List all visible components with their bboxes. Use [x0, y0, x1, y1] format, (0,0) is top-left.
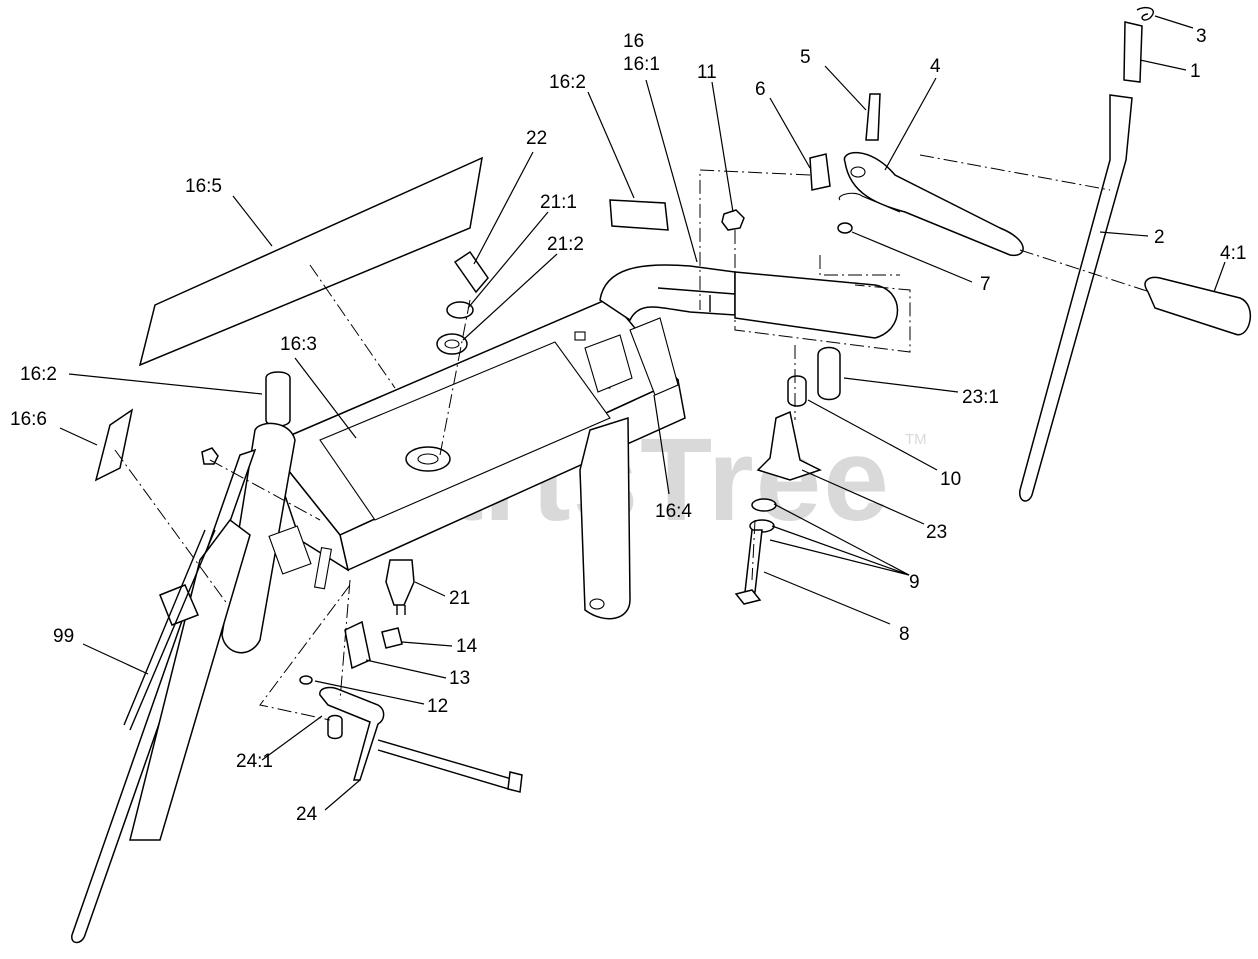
nut-box-left [201, 447, 219, 465]
callout-24-1: 24:1 [236, 751, 273, 772]
decal-16-6 [94, 408, 134, 482]
callout-3: 3 [1196, 26, 1207, 47]
callout-labels: 16 16:1 16:2 11 5 4 6 3 1 2 4:1 7 16:5 2… [10, 26, 1246, 825]
callout-16-1: 16:1 [623, 54, 660, 75]
bolt-8 [744, 529, 763, 593]
switch-21 [385, 559, 415, 606]
handle-leg-right [579, 416, 631, 620]
clip-14 [381, 627, 403, 649]
decal-panel-16-5 [138, 156, 483, 367]
leader-lines [59, 15, 1226, 811]
washer-9a [751, 498, 777, 512]
spacer-10 [787, 375, 807, 407]
bushing-23-1 [817, 346, 841, 401]
key-22 [453, 250, 489, 294]
lever-4 [843, 152, 1024, 257]
handle-control-box [266, 297, 686, 572]
hair-pin-3 [1136, 6, 1155, 21]
callout-22: 22 [526, 128, 547, 149]
callout-14: 14 [456, 636, 478, 657]
callout-16-5: 16:5 [185, 176, 222, 197]
nut-11 [721, 209, 745, 231]
callout-16-4: 16:4 [655, 501, 692, 522]
callout-21: 21 [449, 588, 470, 609]
control-rod-2 [1019, 94, 1133, 502]
nut-21-1 [446, 301, 474, 319]
callout-5: 5 [800, 47, 811, 68]
grip-16-2-top [609, 199, 669, 231]
callout-9: 9 [909, 572, 920, 593]
callout-11: 11 [697, 62, 717, 83]
rod-end-1 [1123, 21, 1143, 83]
callout-4: 4 [930, 56, 941, 77]
callout-10: 10 [940, 469, 961, 490]
callout-16-2-left: 16:2 [20, 364, 57, 385]
callout-12: 12 [427, 696, 448, 717]
callout-7: 7 [980, 274, 991, 295]
callout-13: 13 [449, 668, 470, 689]
bracket-23 [756, 410, 822, 481]
callout-16-2-top: 16:2 [549, 72, 586, 93]
grip-16-2-left [265, 371, 291, 427]
clip-7 [837, 222, 853, 234]
callout-99: 99 [53, 626, 74, 647]
callout-21-2: 21:2 [547, 234, 584, 255]
bracket-24 [319, 686, 385, 781]
bolt-5 [865, 93, 881, 141]
callout-16-6: 16:6 [10, 409, 47, 430]
bracket-13 [344, 620, 371, 670]
bushing-24-1 [327, 714, 343, 740]
screw-12 [299, 675, 313, 685]
callout-6: 6 [755, 79, 766, 100]
spacer-6 [809, 153, 831, 191]
callout-4-1: 4:1 [1220, 243, 1246, 264]
callout-21-1: 21:1 [540, 192, 577, 213]
watermark-tm: TM [905, 431, 927, 448]
dash-center-lines [114, 154, 1151, 721]
callout-23-1: 23:1 [962, 387, 999, 408]
callout-23: 23 [926, 522, 947, 543]
handle-tube-16 [599, 264, 899, 339]
callout-2: 2 [1154, 227, 1165, 248]
grip-4-1 [1144, 276, 1252, 336]
callout-24: 24 [296, 804, 318, 825]
callout-16-3: 16:3 [280, 334, 317, 355]
callout-16: 16 [623, 31, 644, 52]
callout-8: 8 [899, 624, 910, 645]
callout-1: 1 [1190, 61, 1201, 82]
handle-rod-99 [71, 422, 333, 944]
